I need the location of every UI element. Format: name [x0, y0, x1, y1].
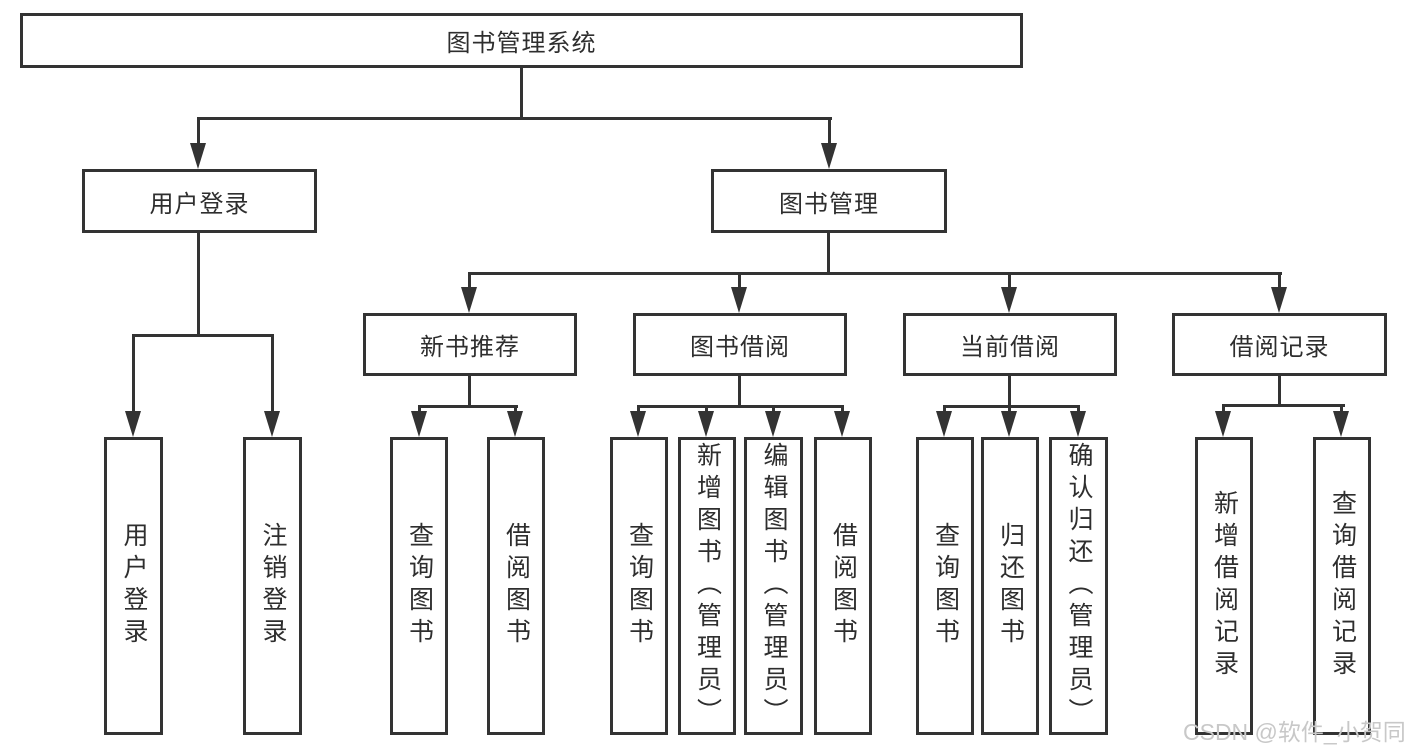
node-label: 图书管理系统: [446, 30, 597, 57]
connector-leaf-shaft: [1222, 404, 1225, 414]
connector-leaf-shaft: [637, 405, 640, 414]
node-label: 新书推荐: [420, 334, 520, 361]
leaf-confirm-return-admin: 确认归还（管理员）: [1049, 437, 1108, 735]
arrow-down-icon: [936, 411, 952, 437]
leaf-user-login: 用户登录: [104, 437, 163, 735]
arrow-down-icon: [1215, 411, 1231, 437]
leaf-add-books-admin: 新增图书（管理员）: [678, 437, 736, 735]
connector-user-login-drop: [197, 233, 200, 337]
arrow-down-icon: [698, 411, 714, 437]
leaf-borrow-books: 借阅图书: [814, 437, 872, 735]
leaf-label: 编辑图书（管理员）: [760, 442, 788, 730]
arrow-down-icon: [264, 411, 280, 437]
leaf-query-borrow-record: 查询借阅记录: [1313, 437, 1371, 735]
node-root-library-system: 图书管理系统: [20, 13, 1023, 68]
arrow-down-icon: [765, 411, 781, 437]
connector-book-borrow-bar: [637, 405, 843, 408]
connector-borrow-records-drop: [1278, 376, 1281, 407]
connector-new-book-drop: [468, 376, 471, 408]
arrow-down-icon: [461, 287, 477, 313]
arrow-down-icon: [731, 287, 747, 313]
connector-new-book-bar: [418, 405, 518, 408]
connector-book-mgmt-drop: [827, 233, 830, 275]
connector-book-mgmt-shaft: [828, 117, 831, 145]
leaf-label: 归还图书: [996, 522, 1025, 650]
leaf-label: 确认归还（管理员）: [1065, 442, 1093, 730]
node-book-borrow: 图书借阅: [633, 313, 847, 376]
node-book-management: 图书管理: [711, 169, 947, 233]
arrow-down-icon: [1333, 411, 1349, 437]
connector-user-login-bar: [132, 334, 274, 337]
arrow-down-icon: [1001, 287, 1017, 313]
connector-leaf-shaft: [841, 405, 844, 414]
arrow-down-icon: [125, 411, 141, 437]
connector-book-borrow-drop: [738, 376, 741, 408]
arrow-down-icon: [190, 143, 206, 169]
leaf-label: 查询图书: [405, 522, 434, 650]
connector-leaf-shaft: [1340, 404, 1343, 414]
node-user-login: 用户登录: [82, 169, 317, 233]
connector-leaf-shaft: [1008, 272, 1011, 290]
leaf-label: 用户登录: [120, 522, 148, 650]
arrow-down-icon: [411, 411, 427, 437]
connector-leaf-shaft: [1077, 405, 1080, 414]
arrow-down-icon: [1070, 411, 1086, 437]
connector-root-drop: [520, 68, 523, 120]
node-label: 当前借阅: [960, 334, 1060, 361]
leaf-label: 注销登录: [259, 522, 287, 650]
csdn-watermark: CSDN @软件_小贺同学: [1183, 719, 1405, 745]
connector-current-borrow-bar: [943, 405, 1080, 408]
connector-leaf-shaft: [468, 272, 471, 290]
leaf-query-books: 查询图书: [916, 437, 974, 735]
arrow-down-icon: [630, 411, 646, 437]
leaf-add-borrow-record: 新增借阅记录: [1195, 437, 1253, 735]
node-new-book-recommend: 新书推荐: [363, 313, 577, 376]
connector-leaf-shaft: [772, 405, 775, 414]
leaf-query-books: 查询图书: [390, 437, 448, 735]
leaf-label: 查询借阅记录: [1328, 490, 1357, 682]
node-current-borrow: 当前借阅: [903, 313, 1117, 376]
node-label: 借阅记录: [1229, 334, 1330, 361]
connector-level2-bar: [197, 117, 832, 120]
leaf-label: 借阅图书: [829, 522, 858, 650]
arrow-down-icon: [1271, 287, 1287, 313]
connector-leaf-shaft: [943, 405, 946, 414]
leaf-label: 借阅图书: [502, 522, 531, 650]
node-label: 图书借阅: [690, 334, 790, 361]
leaf-label: 新增图书（管理员）: [693, 442, 722, 730]
connector-leaf-shaft: [418, 405, 421, 414]
connector-leaf-shaft: [514, 405, 517, 414]
leaf-borrow-books: 借阅图书: [487, 437, 545, 735]
connector-leaf-shaft: [132, 334, 135, 412]
connector-user-login-shaft: [197, 117, 200, 145]
connector-leaf-shaft: [271, 334, 274, 412]
node-borrow-records: 借阅记录: [1172, 313, 1387, 376]
leaf-label: 新增借阅记录: [1210, 490, 1239, 682]
leaf-edit-books-admin: 编辑图书（管理员）: [744, 437, 803, 735]
connector-leaf-shaft: [705, 405, 708, 414]
arrow-down-icon: [834, 411, 850, 437]
connector-level3-bar: [468, 272, 1282, 275]
leaf-label: 查询图书: [931, 522, 960, 650]
leaf-return-books: 归还图书: [981, 437, 1039, 735]
arrow-down-icon: [821, 143, 837, 169]
connector-leaf-shaft: [738, 272, 741, 290]
leaf-logout: 注销登录: [243, 437, 302, 735]
leaf-query-books: 查询图书: [610, 437, 668, 735]
node-label: 用户登录: [149, 190, 250, 218]
connector-current-borrow-drop: [1008, 376, 1011, 408]
connector-leaf-shaft: [1278, 272, 1281, 290]
leaf-label: 查询图书: [625, 522, 654, 650]
connector-borrow-records-bar: [1222, 404, 1345, 407]
arrow-down-icon: [1001, 411, 1017, 437]
connector-leaf-shaft: [1008, 405, 1011, 414]
arrow-down-icon: [507, 411, 523, 437]
node-label: 图书管理: [779, 190, 879, 218]
